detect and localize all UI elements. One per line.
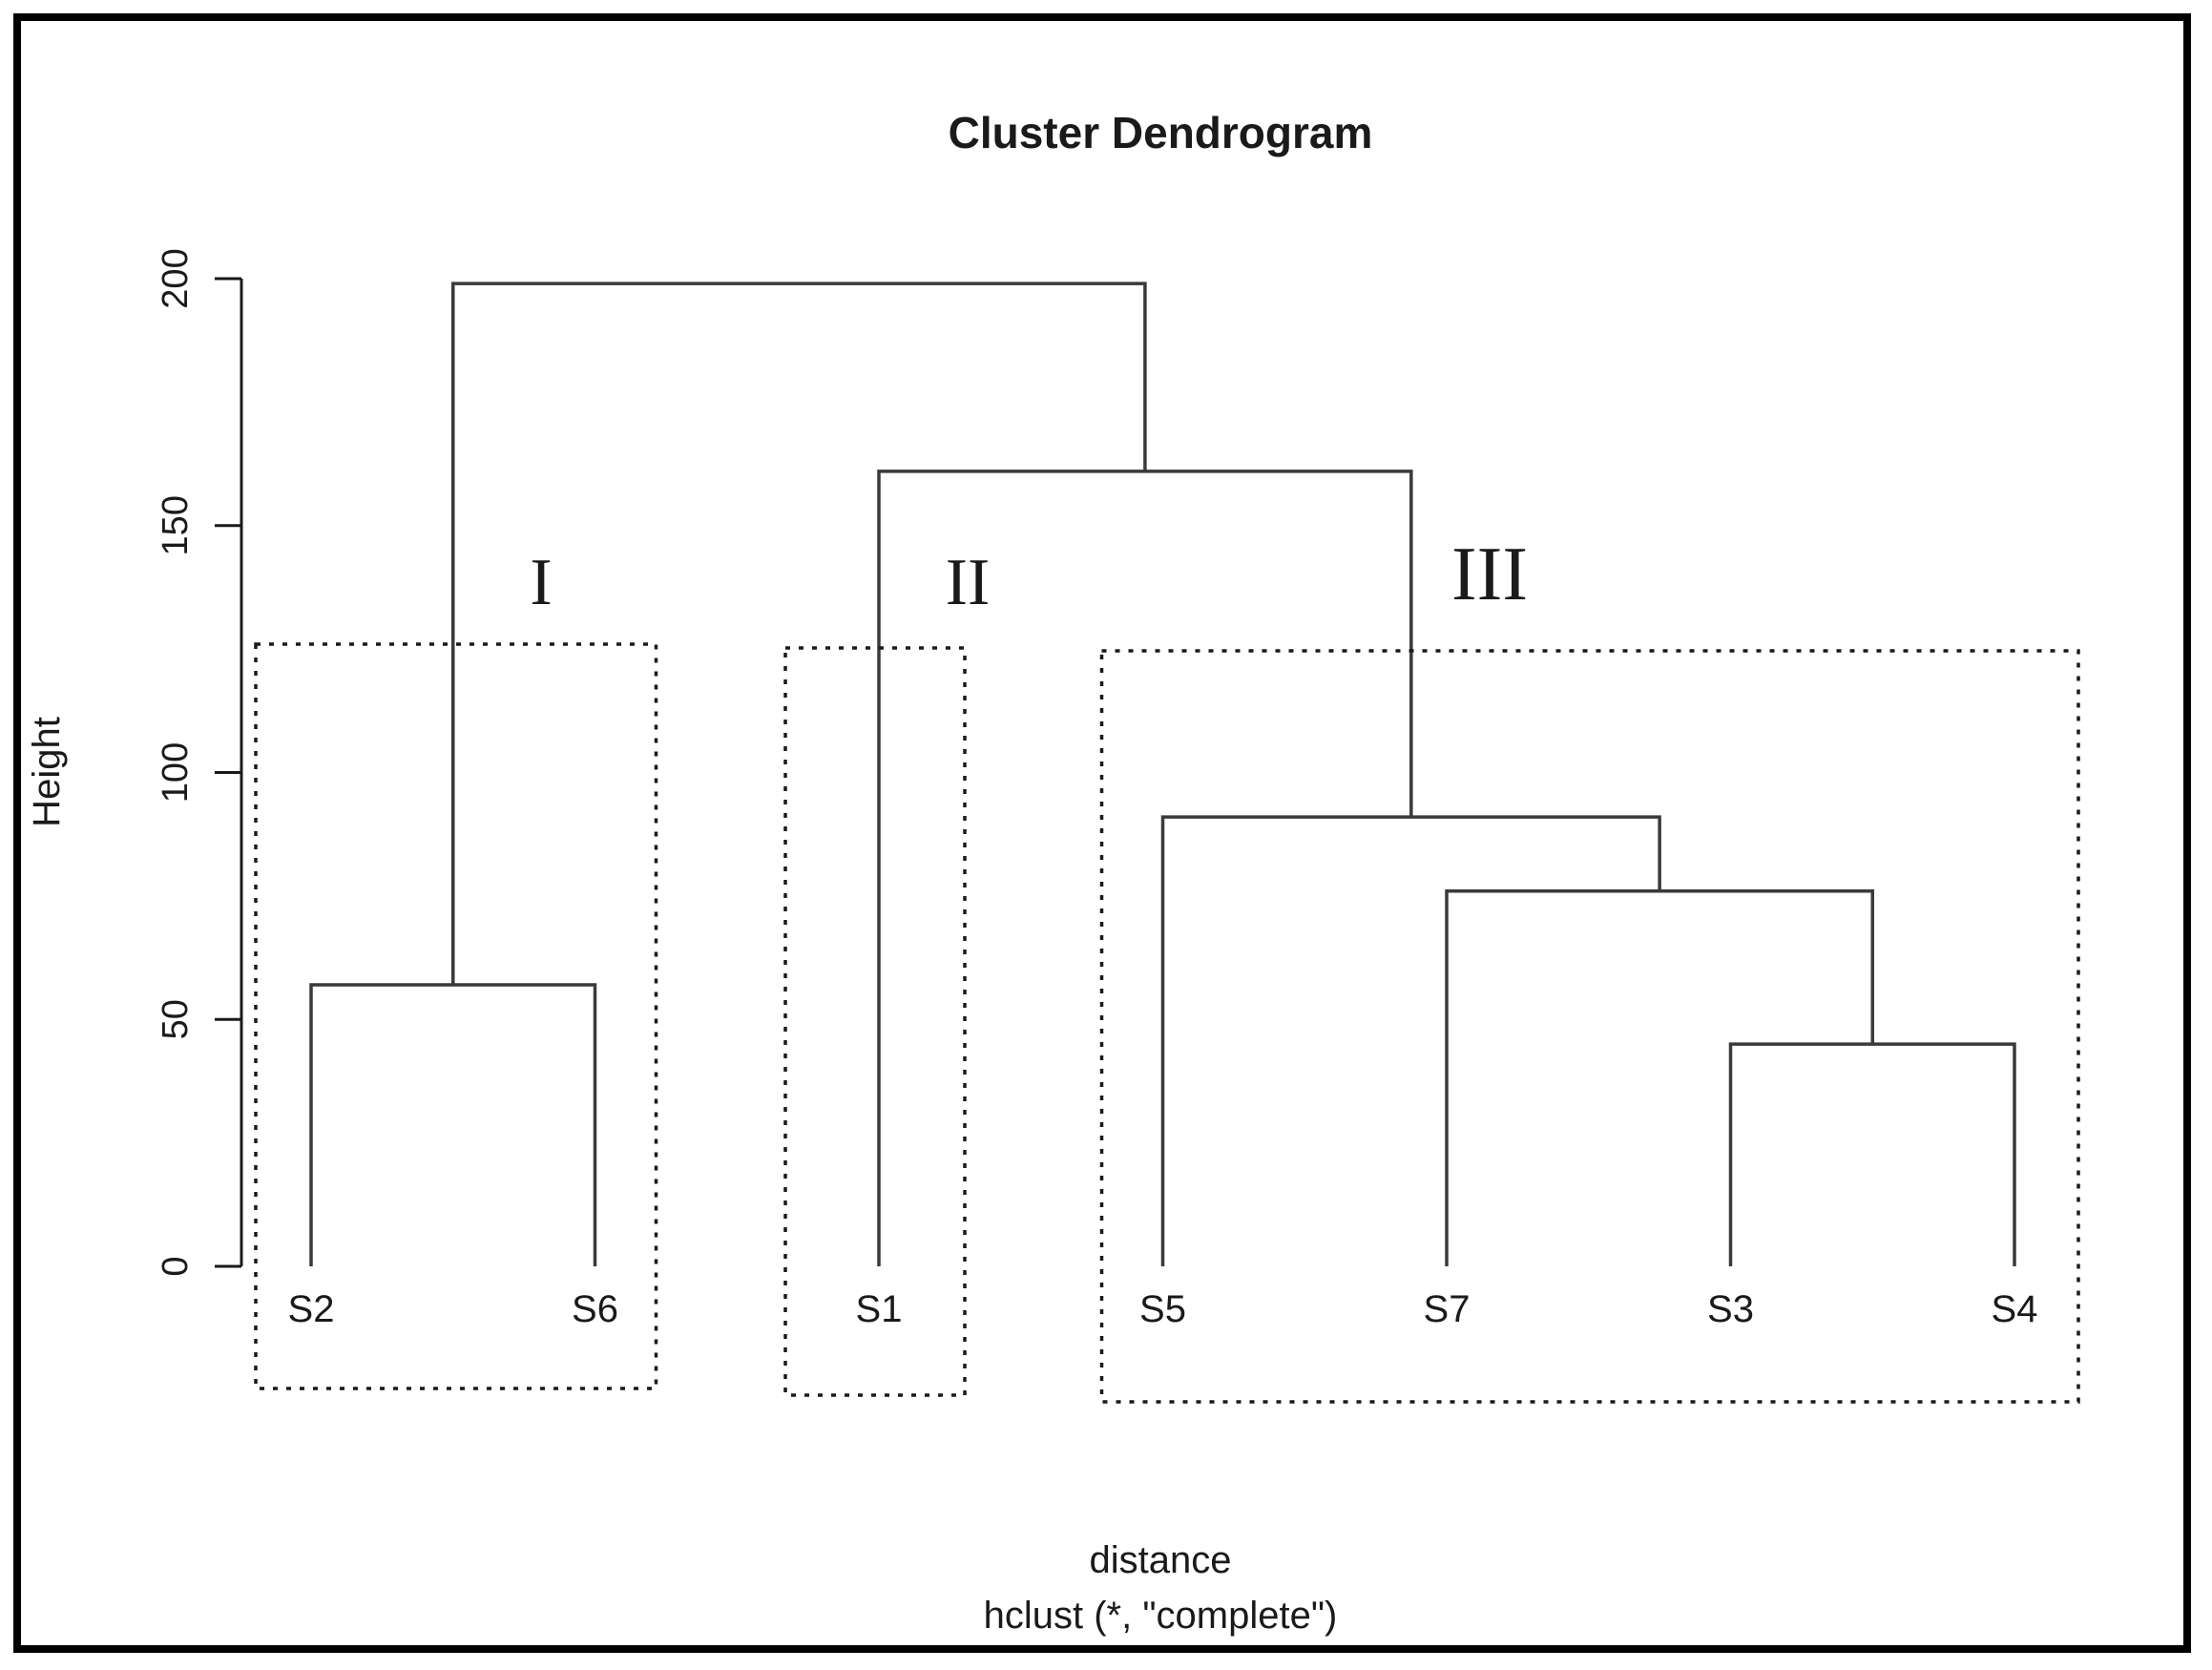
cluster-boxes xyxy=(254,642,2080,1404)
dendrogram-link xyxy=(1445,888,1874,1266)
dendrogram-links xyxy=(309,282,2016,1266)
subtitle-hclust: hclust (*, "complete") xyxy=(984,1595,1338,1637)
chart-title: Cluster Dendrogram xyxy=(949,108,1373,157)
dendrogram-link xyxy=(309,983,597,1266)
cluster-label: I xyxy=(530,546,552,619)
cluster-box xyxy=(1099,649,2080,1404)
dendrogram-link xyxy=(1728,1042,2016,1266)
y-tick-label: 100 xyxy=(156,742,196,803)
leaf-label: S5 xyxy=(1139,1288,1186,1330)
leaf-label: S4 xyxy=(1992,1288,2038,1330)
leaf-label: S3 xyxy=(1707,1288,1754,1330)
y-tick-label: 150 xyxy=(156,495,196,555)
cluster-label: II xyxy=(946,546,991,619)
cluster-box xyxy=(783,646,967,1397)
y-axis-label: Height xyxy=(26,717,68,827)
leaf-label: S2 xyxy=(288,1288,335,1330)
dendrogram-link xyxy=(1160,815,1661,1266)
y-axis: 0 50 100 150 200 xyxy=(156,248,243,1277)
leaf-label: S6 xyxy=(572,1288,618,1330)
x-axis-label: distance xyxy=(1090,1539,1232,1581)
dendrogram-link xyxy=(451,282,1147,986)
y-tick-label: 0 xyxy=(156,1256,196,1276)
leaf-label: S7 xyxy=(1424,1288,1471,1330)
leaf-label: S1 xyxy=(856,1288,903,1330)
y-tick-label: 50 xyxy=(156,999,196,1039)
y-tick-label: 200 xyxy=(156,248,196,308)
cluster-label: III xyxy=(1451,532,1528,616)
